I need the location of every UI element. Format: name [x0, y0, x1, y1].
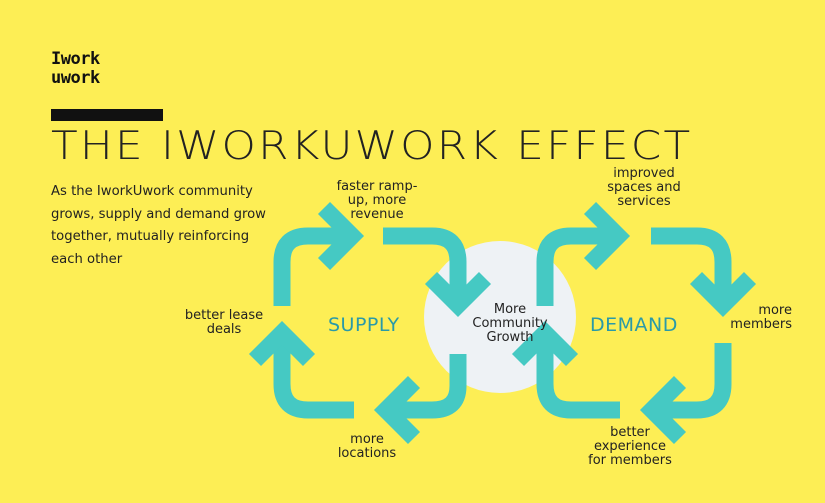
demand-step-bottom: better experience for members	[570, 426, 690, 468]
supply-arrowhead-top-right	[424, 271, 492, 318]
center-line-2: Community	[472, 316, 548, 331]
supply-arrow-top-left	[273, 227, 350, 306]
center-line-1: More	[493, 302, 527, 317]
logo-line-2: uwork	[51, 68, 100, 88]
demand-step-top-line-1: improved	[613, 166, 675, 181]
demand-step-right-line-1: more	[758, 303, 792, 318]
supply-step-left: better lease deals	[170, 309, 278, 337]
title-accent-bar	[51, 109, 163, 121]
demand-arrowhead-bottom-right	[639, 375, 687, 445]
supply-step-top: faster ramp- up, more revenue	[322, 180, 432, 222]
supply-step-left-line-2: deals	[206, 322, 242, 337]
demand-step-right-line-2: members	[730, 317, 792, 332]
supply-arrowhead-bottom-right	[373, 375, 421, 445]
page-title: The IworkUwork Effect	[51, 124, 693, 169]
demand-arrow-top-left	[536, 227, 616, 306]
demand-arrowhead-top-right	[689, 271, 757, 318]
demand-arrow-bottom-left	[536, 343, 620, 419]
supply-step-bottom-line-1: more	[350, 432, 384, 447]
supply-step-top-line-1: faster ramp-	[336, 179, 418, 194]
supply-arrow-bottom-right	[394, 354, 467, 419]
supply-step-bottom: more locations	[322, 433, 412, 461]
demand-step-bottom-line-3: for members	[588, 453, 672, 468]
demand-step-top-line-2: spaces and	[607, 180, 681, 195]
supply-arrow-top-right	[383, 227, 467, 300]
supply-arrowhead-top-left	[317, 201, 365, 271]
supply-step-top-line-2: up, more	[347, 193, 407, 208]
supply-arrow-bottom-left	[273, 343, 354, 419]
demand-step-top: improved spaces and services	[589, 167, 699, 209]
demand-step-right: more members	[718, 304, 818, 332]
demand-step-top-line-3: services	[617, 194, 671, 209]
demand-arrowhead-bottom-left	[511, 320, 579, 367]
logo-line-1: Iwork	[51, 49, 100, 69]
center-line-3: Growth	[486, 330, 534, 345]
supply-step-left-line-1: better lease	[184, 308, 264, 323]
demand-arrow-top-right	[651, 227, 732, 300]
demand-arrowhead-top-left	[583, 201, 631, 271]
center-label: More Community Growth	[452, 303, 568, 345]
supply-label: SUPPLY	[328, 314, 400, 336]
supply-arrowhead-bottom-left	[248, 320, 316, 367]
supply-step-top-line-3: revenue	[350, 207, 404, 222]
supply-step-bottom-line-2: locations	[337, 446, 397, 461]
logo: Iwork uwork	[51, 50, 100, 88]
demand-arrow-bottom-right	[660, 343, 732, 419]
demand-step-bottom-line-2: experience	[593, 439, 667, 454]
demand-label: DEMAND	[590, 314, 678, 336]
description: As the IworkUwork community grows, suppl…	[51, 184, 266, 267]
demand-step-bottom-line-1: better	[610, 425, 650, 440]
